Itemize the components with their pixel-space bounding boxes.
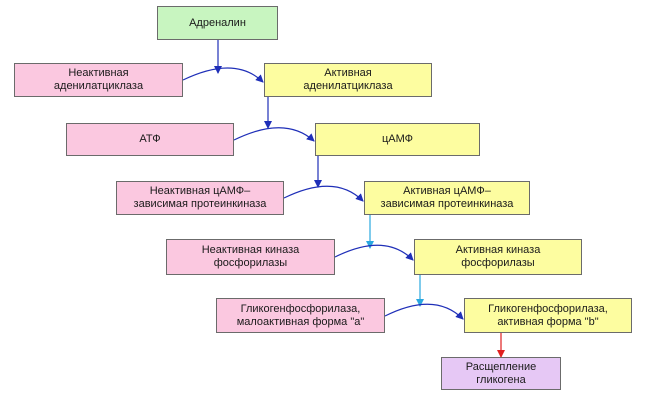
arrow-phosphorylase-a-to-b [384, 303, 464, 320]
atp-label: АТФ [139, 133, 161, 145]
adrenaline-label: Адреналин [189, 16, 246, 29]
active-adenylate-cyclase-label: Активная аденилатциклаза [303, 67, 393, 92]
inactive-protein-kinase-label: Неактивная цАМФ– зависимая протеинкиназа [133, 185, 267, 210]
glycogen-breakdown-label: Расщепление гликогена [465, 360, 537, 386]
active-protein-kinase-box: Активная цАМФ– зависимая протеинкиназа [364, 181, 530, 215]
camp-box: цАМФ [315, 123, 480, 156]
arrow-inactive-to-active-cyclase [182, 67, 264, 83]
arrow-inactive-to-active-kinase [334, 244, 414, 261]
inactive-adenylate-cyclase-label: Неактивная аденилатциклаза [53, 67, 144, 92]
inactive-adenylate-cyclase-box: Неактивная аденилатциклаза [14, 63, 183, 97]
inactive-phosphorylase-kinase-label: Неактивная киназа фосфорилазы [201, 244, 300, 269]
adrenaline-box: Адреналин [157, 6, 278, 40]
arrow-inactive-to-active-pk [283, 185, 364, 202]
active-phosphorylase-kinase-box: Активная киназа фосфорилазы [414, 239, 582, 275]
glycogen-phosphorylase-b-label: Гликогенфосфорилаза, активная форма "b" [488, 302, 608, 328]
glycogen-phosphorylase-a-box: Гликогенфосфорилаза, малоактивная форма … [216, 298, 385, 333]
active-phosphorylase-kinase-label: Активная киназа фосфорилазы [455, 244, 541, 269]
inactive-phosphorylase-kinase-box: Неактивная киназа фосфорилазы [166, 239, 335, 275]
glycogen-phosphorylase-a-label: Гликогенфосфорилаза, малоактивная форма … [236, 302, 365, 328]
active-adenylate-cyclase-box: Активная аденилатциклаза [264, 63, 432, 97]
active-protein-kinase-label: Активная цАМФ– зависимая протеинкиназа [380, 185, 514, 210]
glycogen-breakdown-box: Расщепление гликогена [441, 357, 561, 390]
atp-box: АТФ [66, 123, 234, 156]
glycogen-phosphorylase-b-box: Гликогенфосфорилаза, активная форма "b" [464, 298, 632, 333]
arrow-atp-to-camp [233, 127, 315, 142]
camp-label: цАМФ [381, 133, 414, 145]
inactive-protein-kinase-box: Неактивная цАМФ– зависимая протеинкиназа [116, 181, 284, 215]
